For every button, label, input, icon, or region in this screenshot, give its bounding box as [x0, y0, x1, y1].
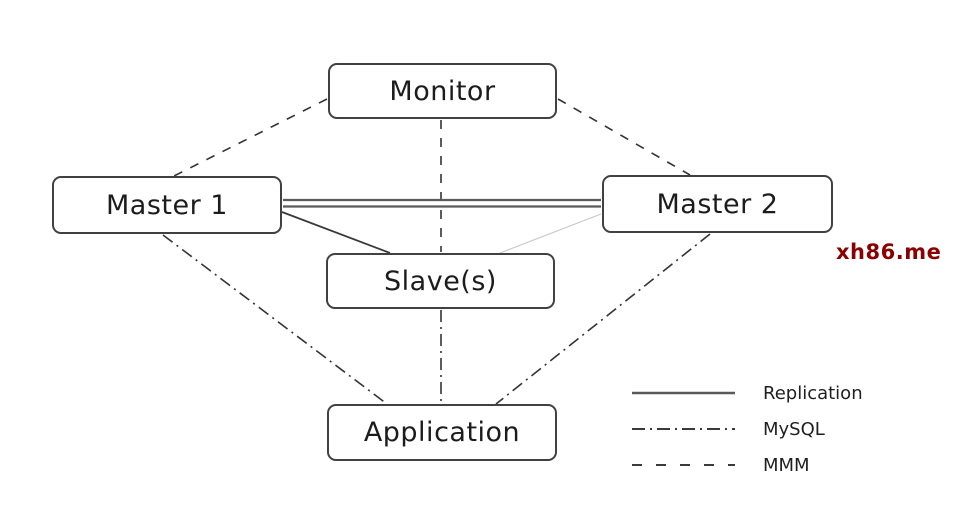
legend: Replication MySQL MMM: [630, 378, 950, 486]
legend-label-mysql: MySQL: [763, 418, 825, 440]
legend-dashed-line-sample: [632, 464, 735, 466]
edge-monitor-master2-mmm: [557, 98, 691, 176]
legend-solid-line-sample: [632, 391, 735, 395]
node-monitor: Monitor: [328, 63, 557, 119]
node-application: Application: [327, 404, 557, 461]
edge-master1-application-mysql: [162, 234, 388, 405]
legend-label-mmm: MMM: [763, 454, 810, 476]
node-master1: Master 1: [52, 176, 282, 234]
edge-master2-application-mysql: [495, 233, 711, 405]
edge-master1-slaves-replication: [281, 211, 391, 254]
legend-row-mysql: MySQL: [630, 414, 950, 444]
legend-dash-dot-line-sample: [632, 428, 735, 430]
legend-row-replication: Replication: [630, 378, 950, 408]
legend-row-mmm: MMM: [630, 450, 950, 480]
edge-master2-slaves-replication: [499, 213, 602, 254]
node-master2: Master 2: [602, 175, 833, 233]
node-slaves-label: Slave(s): [384, 265, 497, 297]
legend-label-replication: Replication: [763, 382, 863, 404]
watermark: xh86.me: [836, 240, 942, 264]
node-slaves: Slave(s): [326, 253, 555, 309]
node-application-label: Application: [363, 417, 521, 448]
node-monitor-label: Monitor: [389, 75, 496, 107]
node-master1-label: Master 1: [106, 189, 228, 221]
edge-monitor-master1-mmm: [173, 98, 328, 177]
node-master2-label: Master 2: [656, 188, 779, 220]
